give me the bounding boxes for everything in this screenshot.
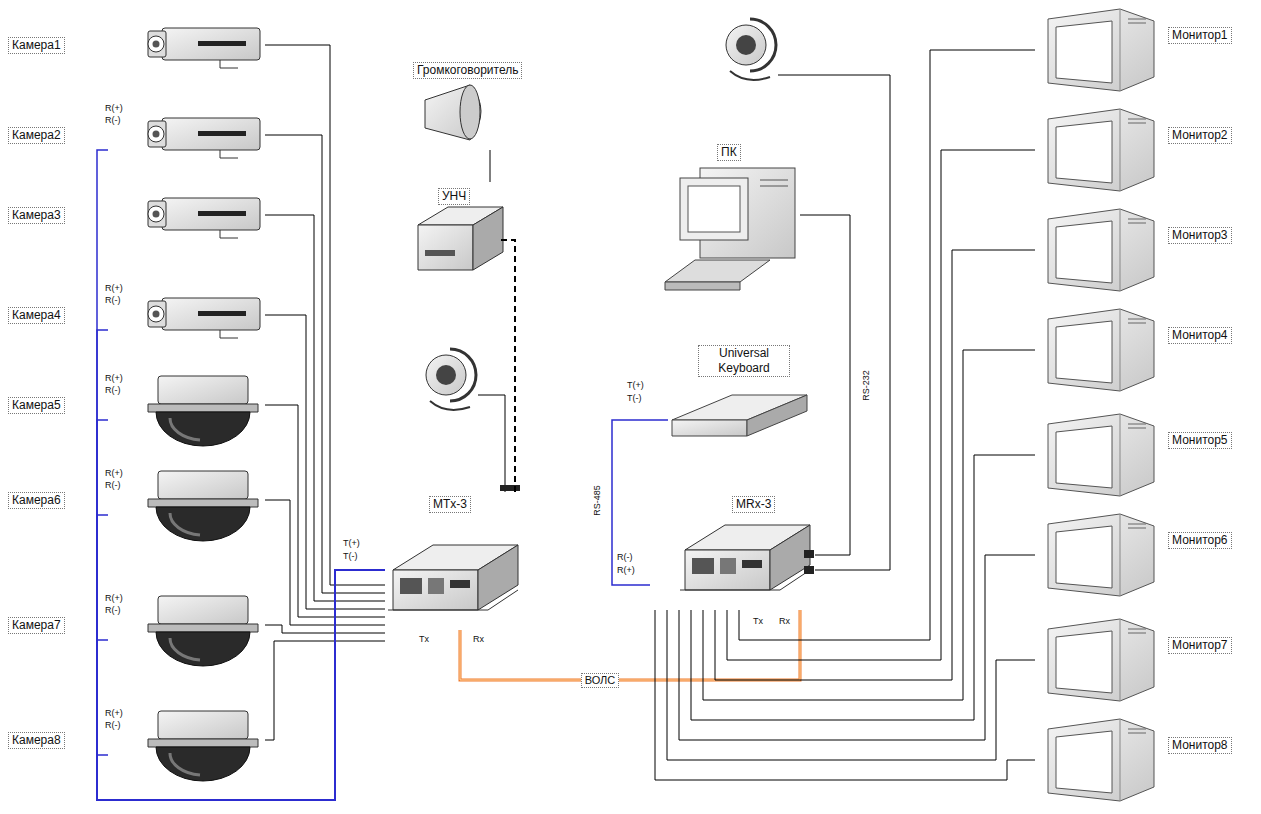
device-node: Громкоговоритель [405, 58, 565, 150]
device-label: Монитор5 [1168, 432, 1232, 449]
device-node: Монитор3 [1035, 210, 1255, 290]
cable-connector [97, 330, 385, 800]
device-label: Камера4 [8, 307, 65, 324]
device-label: Камера2 [8, 127, 65, 144]
device-label: Монитор1 [1168, 27, 1232, 44]
cable-connector [265, 641, 385, 740]
cable-connector [800, 215, 850, 555]
device-node: Камера7 [108, 585, 265, 665]
cable-connector [265, 135, 385, 593]
pin-label: R(-) [104, 115, 122, 126]
device-node: MRx-3 [650, 492, 815, 610]
pin-label: R(+) [616, 565, 636, 576]
device-label: Камера5 [8, 397, 65, 414]
cable-connector [97, 515, 385, 800]
device-label: Монитор3 [1168, 227, 1232, 244]
device-label: Камера1 [8, 37, 65, 54]
device-node: Камера8 [108, 700, 265, 780]
fiber-highlight [460, 610, 800, 680]
pin-label: Tx [752, 616, 764, 627]
cable-connector [655, 610, 1035, 780]
device-label: Universal Keyboard [698, 345, 790, 377]
cable-connector [265, 215, 385, 601]
cable-connector [460, 610, 800, 680]
cable-connector [97, 150, 385, 800]
pin-label: Rx [472, 634, 485, 645]
device-node: Монитор8 [1035, 720, 1255, 800]
cable-connector [715, 250, 1035, 680]
device-label: Монитор4 [1168, 327, 1232, 344]
cable-connector [500, 240, 515, 492]
pin-label: R(+) [104, 468, 124, 479]
pin-label: Tx [418, 634, 430, 645]
device-node: Монитор1 [1035, 10, 1255, 90]
device-node: Монитор2 [1035, 110, 1255, 190]
cable-connector [612, 420, 668, 585]
cable-connector [265, 405, 385, 617]
pin-label: R(+) [104, 593, 124, 604]
pin-label: R(-) [104, 295, 122, 306]
device-label: MRx-3 [732, 496, 775, 513]
device-node: Монитор7 [1035, 620, 1255, 700]
cable-connector [97, 570, 385, 800]
cable-connector [490, 150, 491, 182]
device-node: Камера1 [108, 5, 265, 85]
cable-connector [265, 315, 385, 609]
pin-label: T(-) [626, 393, 643, 404]
cable-connector [265, 625, 385, 633]
device-node: Universal Keyboard [668, 343, 810, 465]
device-label: Монитор8 [1168, 737, 1232, 754]
device-label: Громкоговоритель [413, 62, 522, 79]
device-node: MTx-3 [385, 492, 525, 630]
device-node: Монитор6 [1035, 515, 1255, 595]
cable-connector [97, 570, 385, 800]
pin-label: T(+) [342, 538, 361, 549]
device-label: Камера8 [8, 732, 65, 749]
cable-connector [691, 455, 1035, 720]
device-label: MTx-3 [429, 496, 471, 513]
cable-connector [667, 610, 1035, 760]
device-node: Камера4 [108, 275, 265, 355]
device-node: Монитор4 [1035, 310, 1255, 390]
device-label: Камера6 [8, 492, 65, 509]
cable-connector [679, 555, 1035, 740]
device-label: Монитор2 [1168, 127, 1232, 144]
interface-label: RS-232 [860, 369, 871, 402]
device-node: Камера6 [108, 460, 265, 540]
pin-label: T(-) [342, 551, 359, 562]
pin-label: T(+) [626, 380, 645, 391]
device-label: Камера3 [8, 207, 65, 224]
interface-label: RS-485 [591, 484, 602, 517]
pin-label: R(-) [616, 552, 634, 563]
device-label: Монитор7 [1168, 637, 1232, 654]
pin-label: R(-) [104, 605, 122, 616]
device-node: Камера3 [108, 175, 265, 255]
cable-connector [727, 150, 1035, 660]
pin-label: R(+) [104, 708, 124, 719]
device-label: ПК [717, 144, 741, 161]
pin-label: R(+) [104, 373, 124, 384]
device-node: Камера2 [108, 95, 265, 175]
pin-label: R(+) [104, 103, 124, 114]
pin-label: Rx [778, 616, 791, 627]
pin-label: R(-) [104, 720, 122, 731]
device-node: Камера5 [108, 365, 265, 445]
device-node: ПК [655, 140, 800, 310]
device-label: Монитор6 [1168, 532, 1232, 549]
cable-connector [97, 420, 385, 800]
device-node: Монитор5 [1035, 415, 1255, 495]
device-node: УНЧ [410, 182, 500, 285]
cable-connector [265, 500, 385, 625]
device-label: УНЧ [438, 188, 470, 205]
pin-label: R(-) [104, 480, 122, 491]
edge-label: ВОЛС [581, 673, 620, 688]
pin-label: R(-) [104, 385, 122, 396]
pin-label: R(+) [104, 283, 124, 294]
device-label: Камера7 [8, 617, 65, 634]
